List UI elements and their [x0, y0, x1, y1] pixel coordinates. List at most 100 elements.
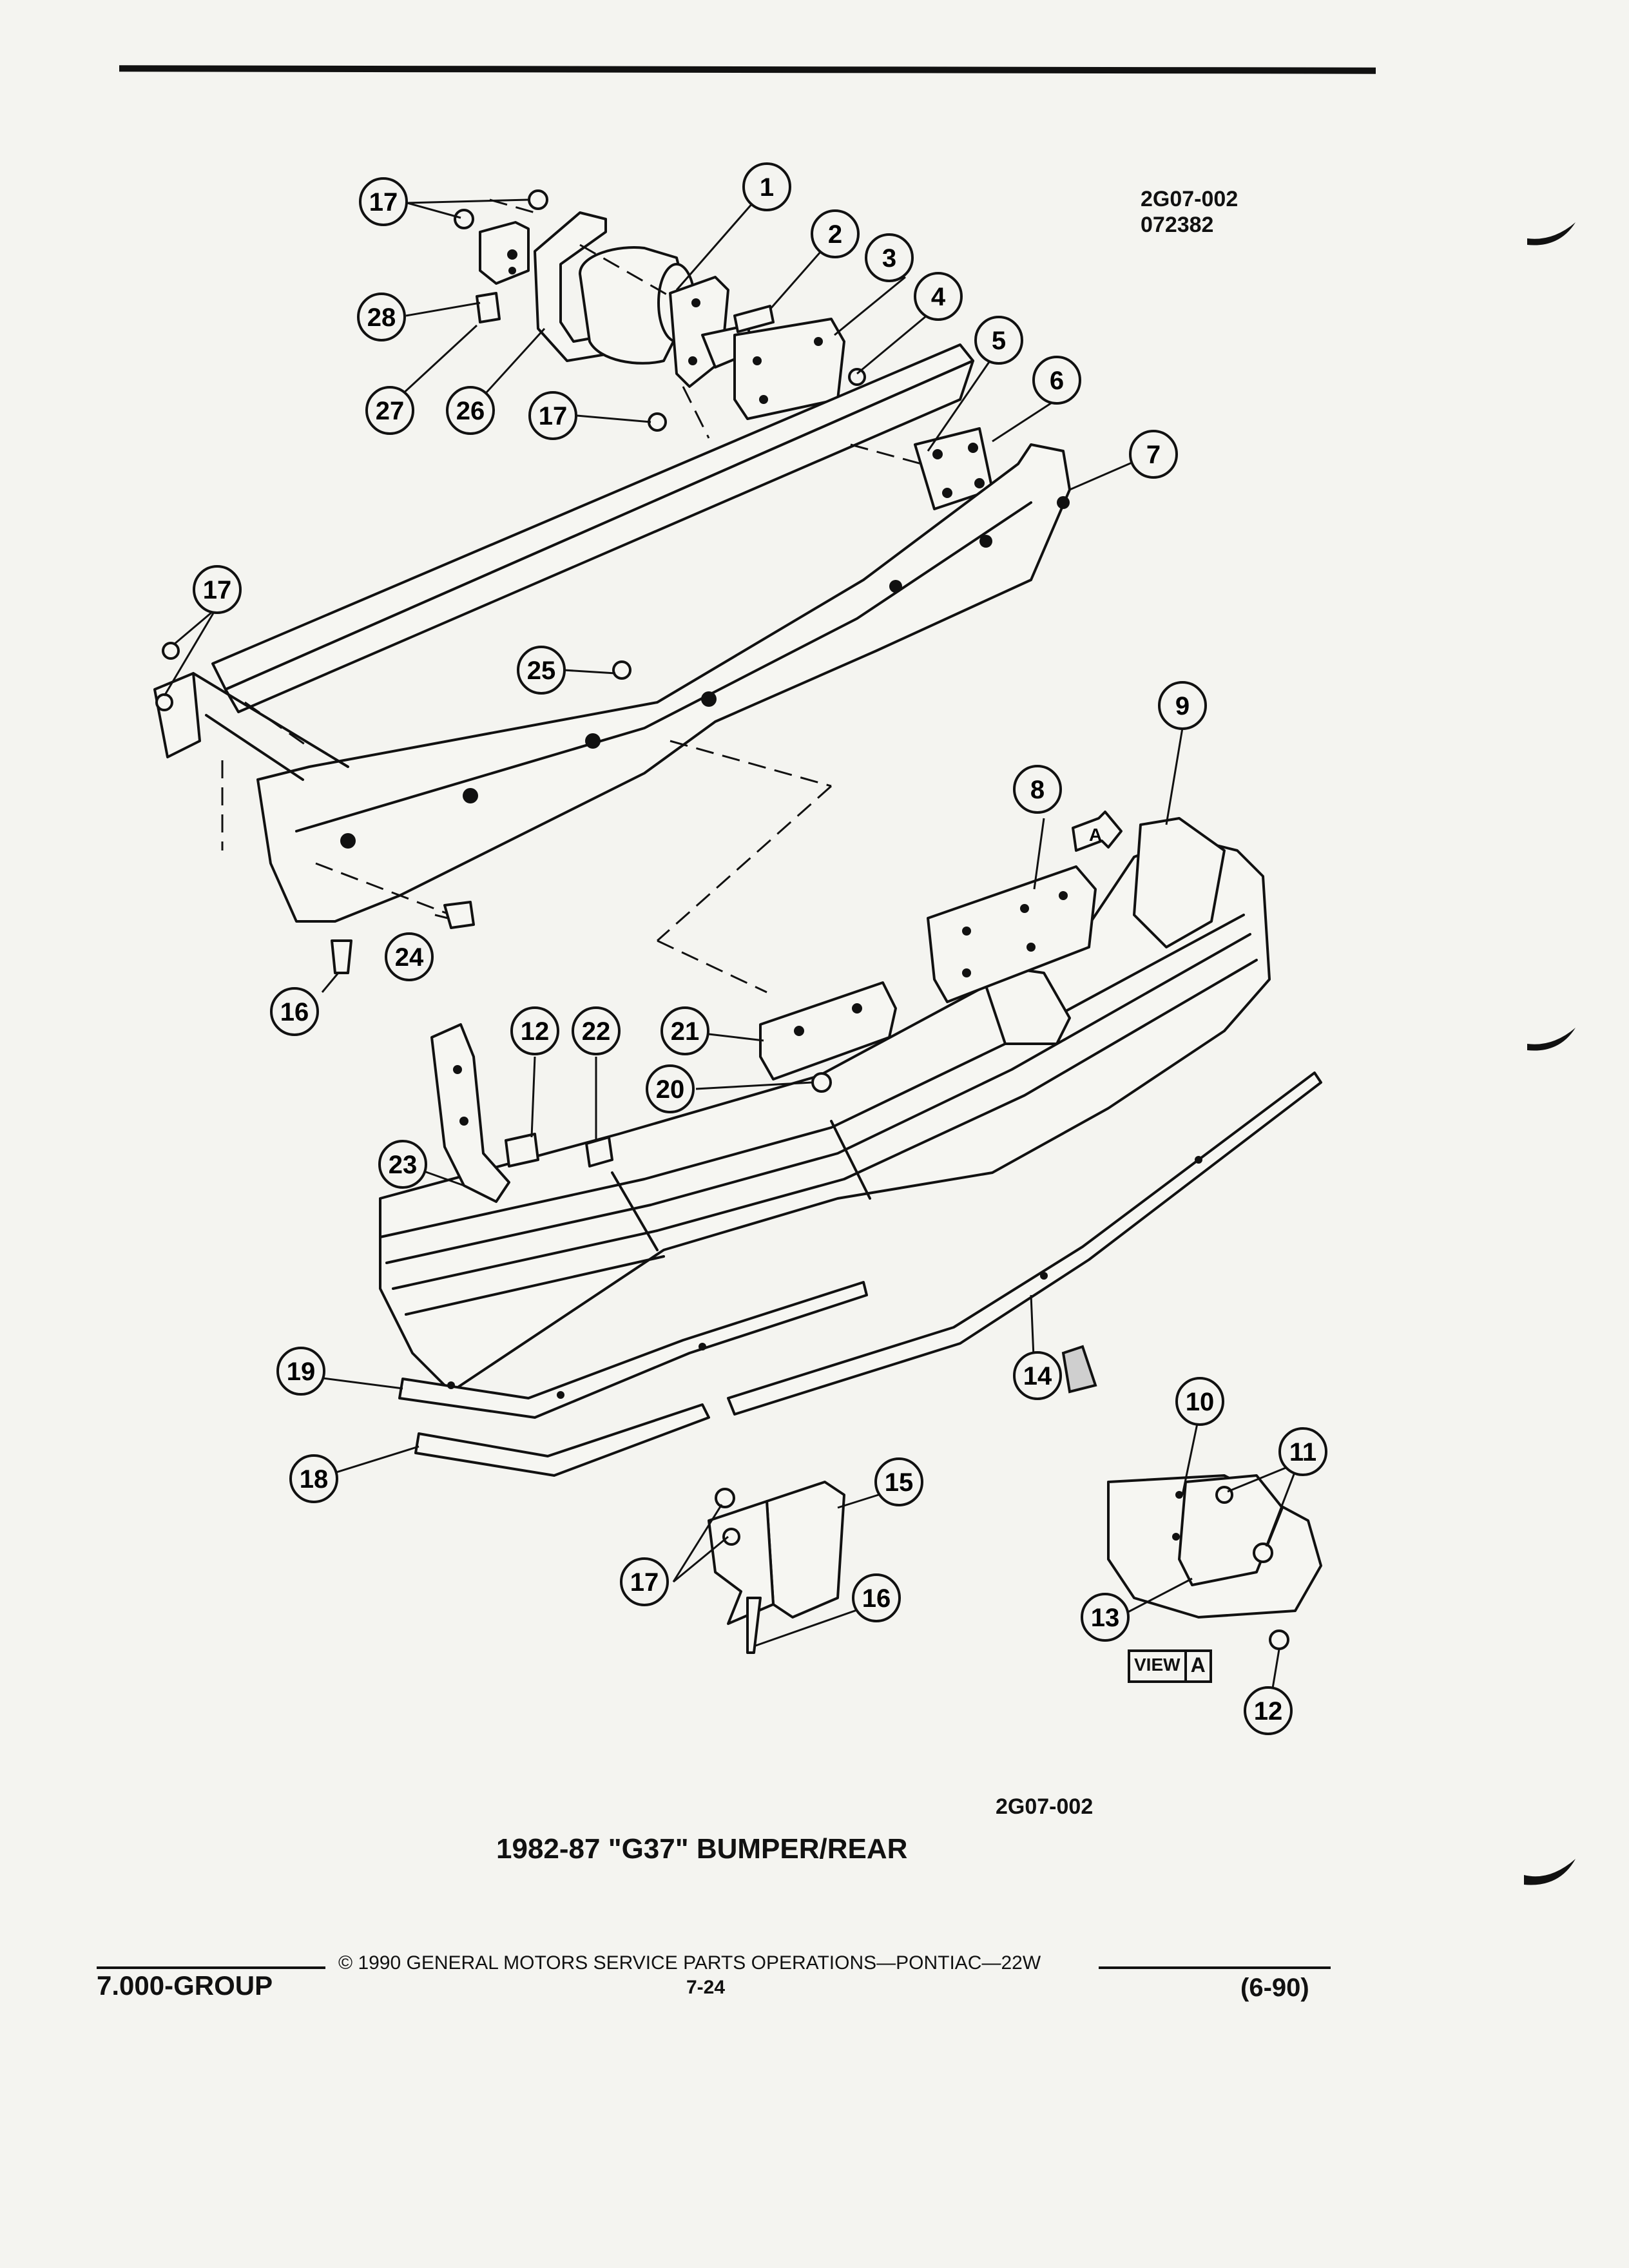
callout-c1: 1 [742, 162, 791, 211]
footer-rule-left [97, 1966, 325, 1969]
view-letter: A [1190, 1653, 1206, 1677]
footer-rule-right [1099, 1966, 1331, 1969]
callout-number: 9 [1175, 692, 1190, 720]
callout-circle [742, 162, 791, 211]
callout-c10: 10 [1175, 1377, 1224, 1426]
callout-number: 25 [527, 657, 556, 685]
callout-number: 20 [656, 1075, 685, 1104]
footer-page-number: 7-24 [686, 1977, 726, 1998]
callout-circle [446, 386, 495, 435]
callout-c4: 4 [914, 272, 963, 321]
callout-c3: 3 [865, 233, 914, 282]
lower-moldings [398, 1072, 1322, 1477]
drawing-date: 072382 [1141, 213, 1214, 237]
callout-c13: 13 [1081, 1593, 1130, 1642]
callout-c22: 22 [572, 1006, 621, 1055]
impact-bar [153, 443, 1071, 994]
callout-circle [974, 316, 1023, 365]
view-label: VIEW [1130, 1652, 1187, 1680]
drawing-code-top: 2G07-002 [1141, 187, 1239, 211]
callout-number: 19 [287, 1358, 316, 1386]
callout-c21: 21 [660, 1006, 709, 1055]
callout-number: 11 [1289, 1438, 1316, 1466]
callout-number: 23 [389, 1151, 418, 1179]
callout-number: 7 [1146, 441, 1161, 469]
callout-circle [620, 1557, 669, 1606]
callout-number: 28 [367, 303, 396, 332]
callout-number: 5 [992, 327, 1006, 355]
callout-c11: 11 [1278, 1427, 1327, 1476]
callout-circle [510, 1006, 559, 1055]
callout-circle [874, 1457, 923, 1506]
callout-circle [572, 1006, 621, 1055]
callout-circle [646, 1064, 695, 1113]
svg-text:A: A [1089, 825, 1102, 845]
callout-circle [1081, 1593, 1130, 1642]
diagram-title: 1982-87 "G37" BUMPER/REAR [496, 1833, 908, 1865]
callout-circle [660, 1006, 709, 1055]
callout-number: 10 [1186, 1388, 1215, 1416]
callout-circle [365, 386, 414, 435]
callout-c28: 28 [357, 293, 406, 341]
footer-group: 7.000-GROUP [97, 1970, 273, 2001]
callout-circle [517, 646, 566, 695]
callout-circle [276, 1347, 325, 1396]
callout-c17d: 17 [620, 1557, 669, 1606]
callout-number: 15 [885, 1468, 914, 1497]
callout-circle [1278, 1427, 1327, 1476]
callout-number: 17 [203, 576, 232, 604]
callout-c23: 23 [378, 1140, 427, 1189]
callout-c8: 8 [1013, 765, 1062, 814]
callout-c17c: 17 [193, 565, 242, 614]
callout-number: 24 [395, 943, 424, 972]
view-a-box: VIEW A [1128, 1649, 1212, 1683]
callout-c17a: 17 [359, 177, 408, 226]
callout-circle [852, 1573, 901, 1622]
callout-number: 27 [376, 397, 405, 425]
reinforcement-bar [211, 343, 994, 713]
callout-circle [1244, 1686, 1293, 1735]
callout-number: 16 [862, 1584, 891, 1613]
callout-circle [1013, 1351, 1062, 1400]
callout-circle [193, 565, 242, 614]
callout-c12a: 12 [510, 1006, 559, 1055]
callout-circle [270, 987, 319, 1036]
callout-circle [1175, 1377, 1224, 1426]
callout-number: 17 [630, 1568, 659, 1597]
callout-number: 21 [671, 1017, 700, 1046]
leader-lines [163, 186, 1300, 1708]
callout-circle [1158, 681, 1207, 730]
callout-number: 3 [882, 244, 896, 273]
callout-number: 14 [1023, 1362, 1052, 1390]
callout-c5: 5 [974, 316, 1023, 365]
callout-number: 16 [280, 998, 309, 1026]
callout-c25: 25 [517, 646, 566, 695]
callout-c18: 18 [289, 1454, 338, 1503]
callout-number: 18 [300, 1465, 329, 1494]
view-a-arrow: A [1072, 811, 1123, 852]
callout-number: 6 [1050, 367, 1064, 395]
callout-c27: 27 [365, 386, 414, 435]
callout-number: 8 [1030, 776, 1045, 804]
callout-c9: 9 [1158, 681, 1207, 730]
callout-c26: 26 [446, 386, 495, 435]
callout-number: 13 [1091, 1604, 1120, 1632]
callout-c24: 24 [385, 932, 434, 981]
callout-c2: 2 [811, 209, 860, 258]
callout-circle [528, 391, 577, 440]
callout-number: 4 [931, 283, 946, 311]
callout-number: 2 [828, 220, 842, 249]
callout-circle [811, 209, 860, 258]
callout-number: 1 [760, 173, 774, 202]
callout-circle [359, 177, 408, 226]
callout-circle [357, 293, 406, 341]
callout-circle [1013, 765, 1062, 814]
callout-c20: 20 [646, 1064, 695, 1113]
callout-number: 12 [521, 1017, 550, 1046]
callout-number: 12 [1254, 1697, 1283, 1725]
callout-number: 22 [582, 1017, 611, 1046]
callout-c12b: 12 [1244, 1686, 1293, 1735]
